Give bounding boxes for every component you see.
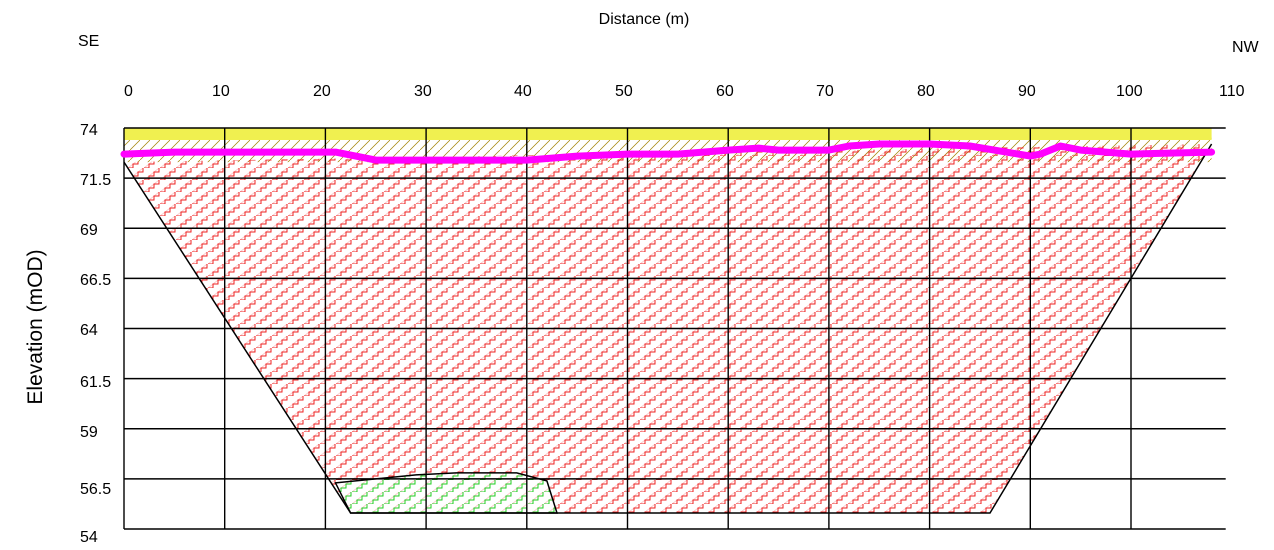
x-tick-label: 30	[414, 83, 432, 100]
y-tick-label: 64	[80, 322, 98, 339]
y-tick-label: 74	[80, 122, 98, 139]
x-tick-labels: 0 10 20 30 40 50 60 70 80 90 100 110	[124, 83, 1245, 100]
right-direction-label: NW	[1232, 39, 1260, 56]
y-tick-label: 71.5	[80, 172, 111, 189]
x-tick-label: 90	[1018, 83, 1036, 100]
y-tick-label: 56.5	[80, 481, 111, 498]
topsoil-band	[124, 128, 1212, 140]
x-tick-label: 100	[1116, 83, 1143, 100]
x-tick-label: 20	[313, 83, 331, 100]
y-tick-label: 66.5	[80, 272, 111, 289]
x-tick-label: 40	[514, 83, 532, 100]
y-tick-labels: 74 71.5 69 66.5 64 61.5 59 56.5 54	[80, 122, 111, 546]
y-axis-title: Elevation (mOD)	[24, 249, 47, 404]
x-axis-title: Distance (m)	[599, 11, 690, 28]
x-tick-label: 60	[716, 83, 734, 100]
x-tick-label: 80	[917, 83, 935, 100]
x-tick-label: 70	[816, 83, 834, 100]
ground-surface-line	[120, 140, 1216, 164]
y-tick-label: 69	[80, 222, 98, 239]
grid	[123, 127, 1226, 530]
y-tick-label: 54	[80, 529, 98, 546]
x-tick-label: 0	[124, 83, 133, 100]
x-tick-label: 110	[1219, 83, 1245, 100]
y-tick-label: 61.5	[80, 374, 111, 391]
left-direction-label: SE	[78, 33, 99, 50]
y-tick-label: 59	[80, 424, 98, 441]
x-tick-label: 10	[212, 83, 230, 100]
x-tick-label: 50	[615, 83, 633, 100]
